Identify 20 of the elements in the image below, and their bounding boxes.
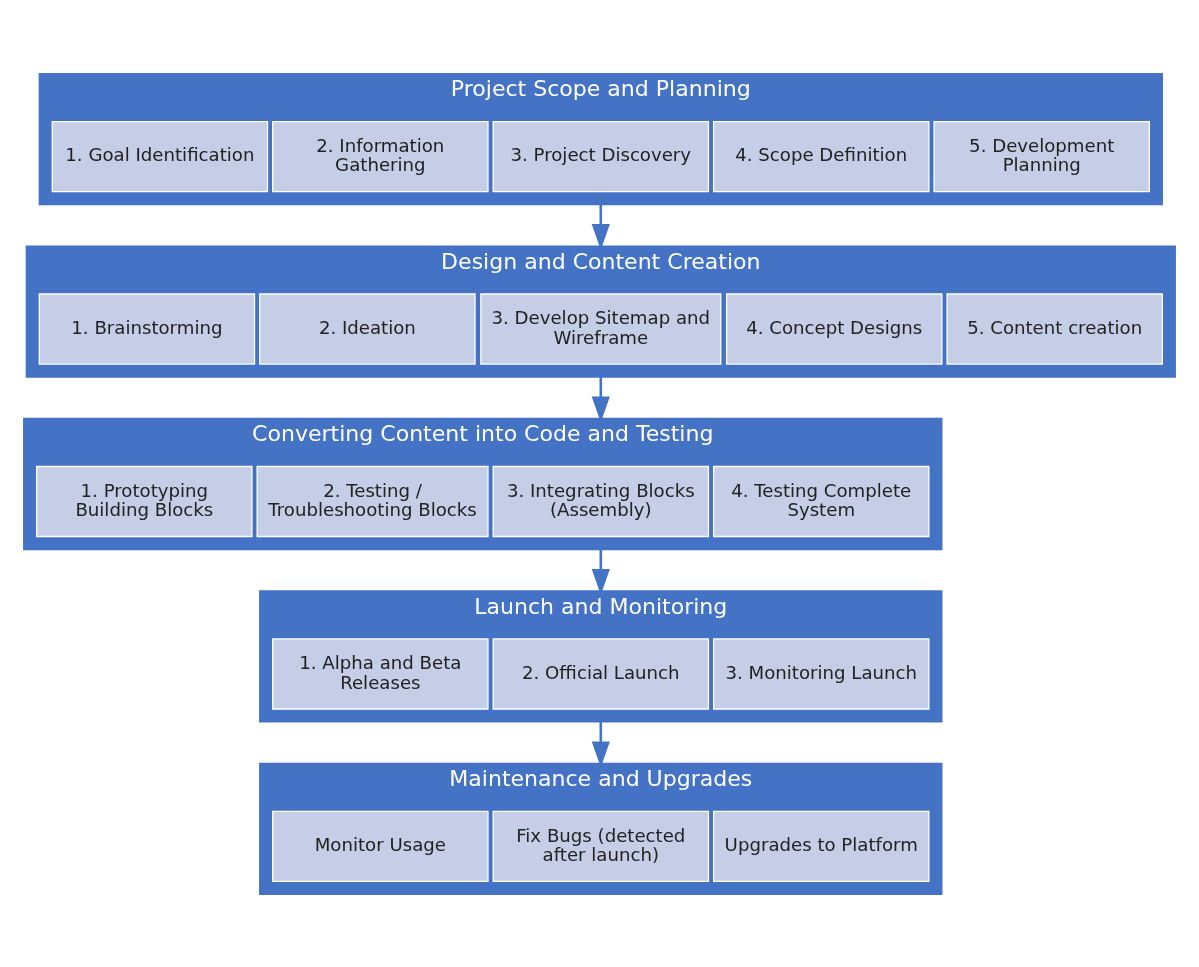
node-box: 3. Monitoring Launch — [712, 637, 930, 710]
node-box: 1. Alpha and Beta Releases — [272, 637, 489, 710]
node-box: 5. Content creation — [946, 292, 1163, 365]
node-box: 3. Project Discovery — [492, 120, 710, 192]
node-box: 5. Development Planning — [933, 120, 1150, 192]
node-box: 4. Concept Designs — [725, 292, 943, 365]
node-box: 2. Information Gathering — [272, 120, 489, 192]
node-box: 2. Testing / Troubleshooting Blocks — [256, 465, 489, 537]
node-box: 2. Ideation — [259, 292, 476, 365]
node-box: 1. Prototyping Building Blocks — [36, 465, 253, 537]
node-box: 2. Official Launch — [492, 637, 710, 710]
node-box: 3. Develop Sitemap and Wireframe — [480, 292, 722, 365]
node-box: 4. Scope Definition — [712, 120, 930, 192]
node-box: 1. Brainstorming — [38, 292, 256, 365]
node-box: Monitor Usage — [272, 810, 489, 882]
node-box: Upgrades to Platform — [712, 810, 930, 882]
node-box: Fix Bugs (detected after launch) — [492, 810, 710, 882]
node-box: 3. Integrating Blocks (Assembly) — [492, 465, 710, 537]
node-box: 1. Goal Identification — [51, 120, 269, 192]
node-box: 4. Testing Complete System — [712, 465, 930, 537]
